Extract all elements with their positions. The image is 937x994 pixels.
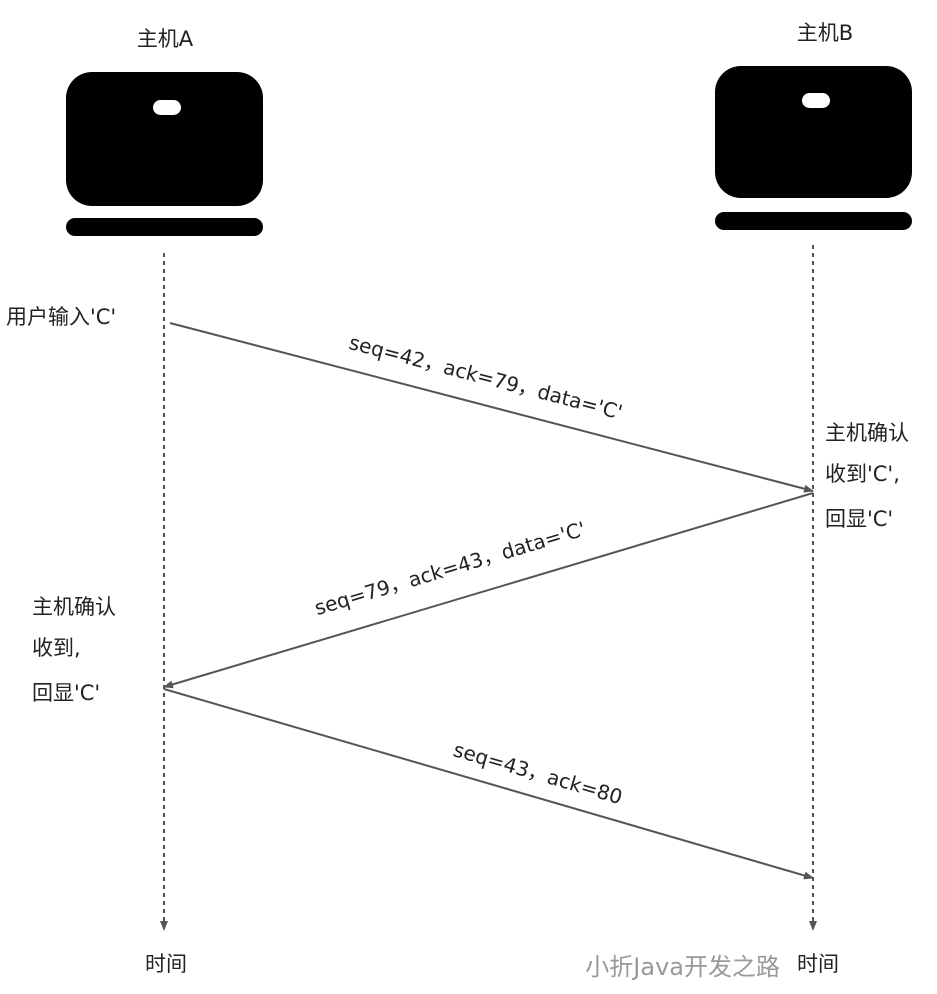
message-label-1: seq=42，ack=79，data='C' [347,330,625,424]
computer-icon [715,66,912,230]
host-b-title: 主机B [797,21,853,45]
message-arrow-3 [163,688,814,880]
host-a-confirm-line-1: 主机确认 [32,595,116,619]
host-b-confirm-line-3: 回显'C' [825,507,893,531]
host-a-confirm-line-2: 收到, [32,636,81,660]
host-a-title: 主机A [137,27,194,51]
host-b-confirm-line-2: 收到'C', [825,462,900,486]
message-label-2: seq=79，ack=43，data='C' [312,517,589,620]
host-a-input-label: 用户输入'C' [6,305,116,329]
host-a-confirm-line-3: 回显'C' [32,681,100,705]
computer-icon [66,72,263,236]
host-a-time-label: 时间 [145,952,187,976]
host-b-time-label: 时间 [797,952,839,976]
message-arrow-2 [163,492,814,689]
watermark: 小折Java开发之路 [585,953,780,981]
host-b-confirm-line-1: 主机确认 [825,421,909,445]
message-arrow-1 [169,322,814,493]
